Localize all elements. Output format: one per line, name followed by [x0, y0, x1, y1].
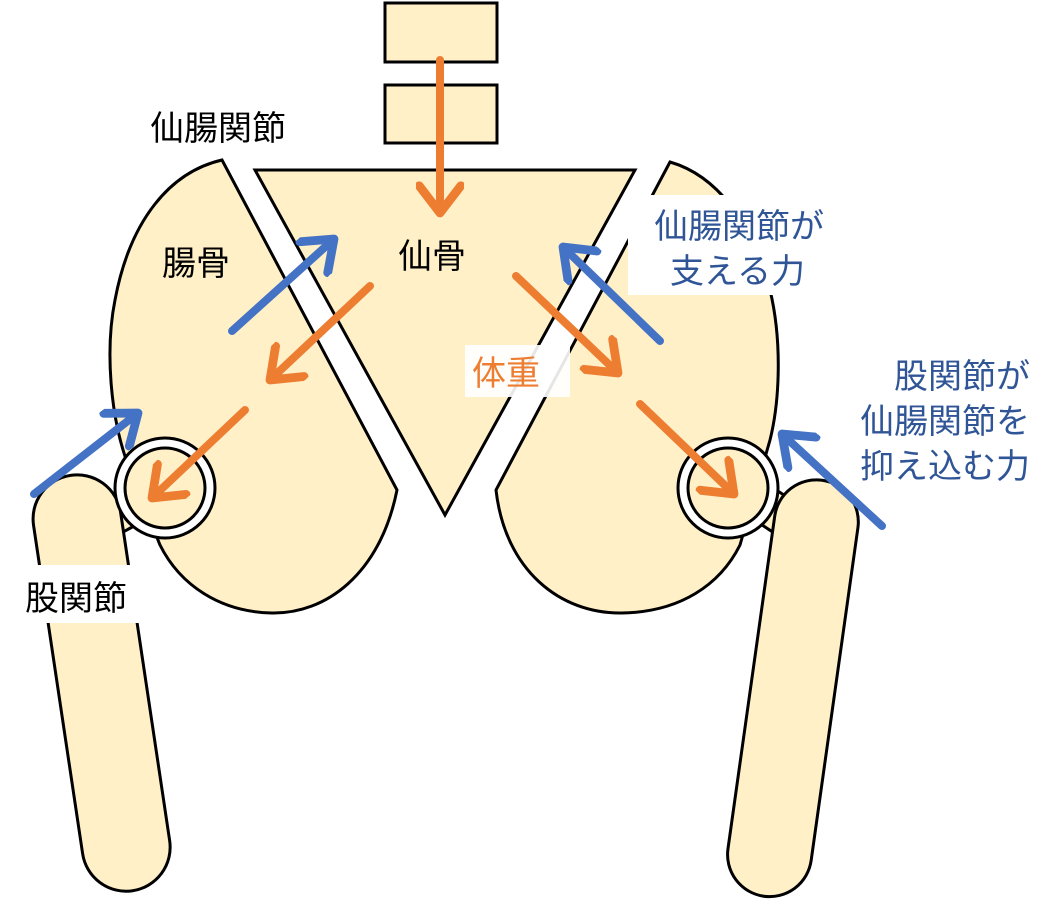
label-ilium: 腸骨	[162, 244, 230, 284]
sacrum	[252, 168, 638, 519]
weight-arrow-right-lower	[636, 400, 734, 494]
label-si-support-2: 支える力	[670, 252, 805, 292]
weight-arrow-right-upper	[512, 272, 618, 373]
support-arrow-left-upper	[228, 239, 334, 335]
support-arrow-right-upper	[563, 247, 664, 345]
weight-arrow-left-lower	[152, 406, 249, 498]
weight-arrow-left-upper	[270, 282, 374, 380]
label-hip-joint: 股関節	[25, 579, 127, 619]
label-sacroiliac-joint: 仙腸関節	[150, 109, 286, 149]
support-arrow-left-lower	[30, 413, 138, 498]
label-hip-force-3: 抑え込む力	[860, 447, 1030, 487]
support-arrow-right-lower	[782, 434, 886, 530]
label-body-weight: 体重	[472, 354, 540, 394]
label-si-support-1: 仙腸関節が	[654, 207, 824, 247]
label-hip-force-2: 仙腸関節を	[860, 402, 1030, 442]
label-sacrum: 仙骨	[398, 237, 466, 277]
label-hip-force-1: 股関節が	[894, 357, 1030, 397]
vertebra-upper	[383, 1, 499, 64]
